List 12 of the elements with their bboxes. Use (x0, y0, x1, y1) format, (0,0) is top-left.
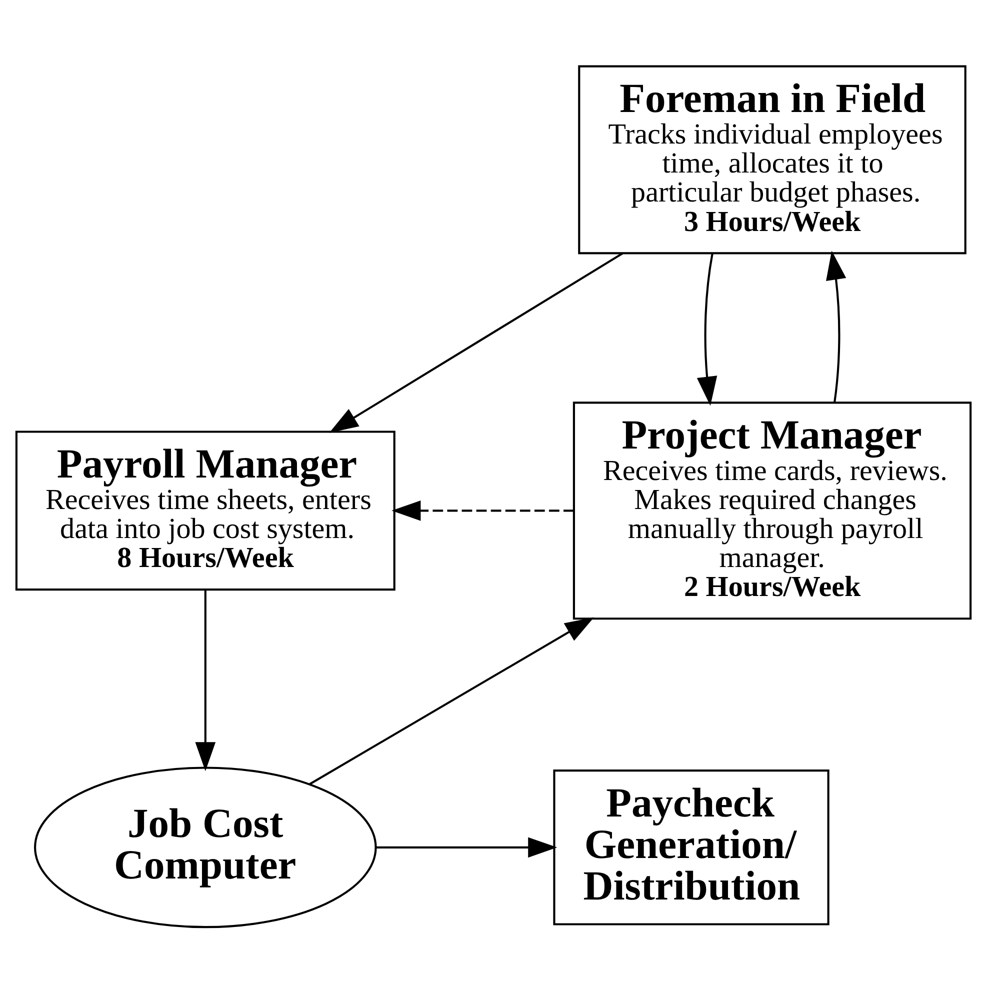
arrow (392, 500, 574, 521)
arrow (195, 590, 216, 772)
node-box: Project Manager Receives time cards, reviews. Makes required changes manually through payroll manager. 2 Hours/Week (572, 402, 972, 620)
arrow (329, 252, 624, 433)
arrow (309, 617, 594, 786)
arrow (376, 837, 558, 858)
node-box: Payroll Manager Receives time sheets, enters data into job cost system. 8 Hours/Week (15, 430, 396, 591)
arrow (696, 254, 718, 406)
node-box: Foreman in Field Tracks individual employees time, allocates it to particular budget phases. 3 Hours/Week (578, 65, 966, 254)
node-box: Paycheck Generation/ Distribution (553, 770, 830, 926)
node-ellipse: Job Cost Computer (34, 766, 377, 928)
arrow (826, 250, 846, 403)
